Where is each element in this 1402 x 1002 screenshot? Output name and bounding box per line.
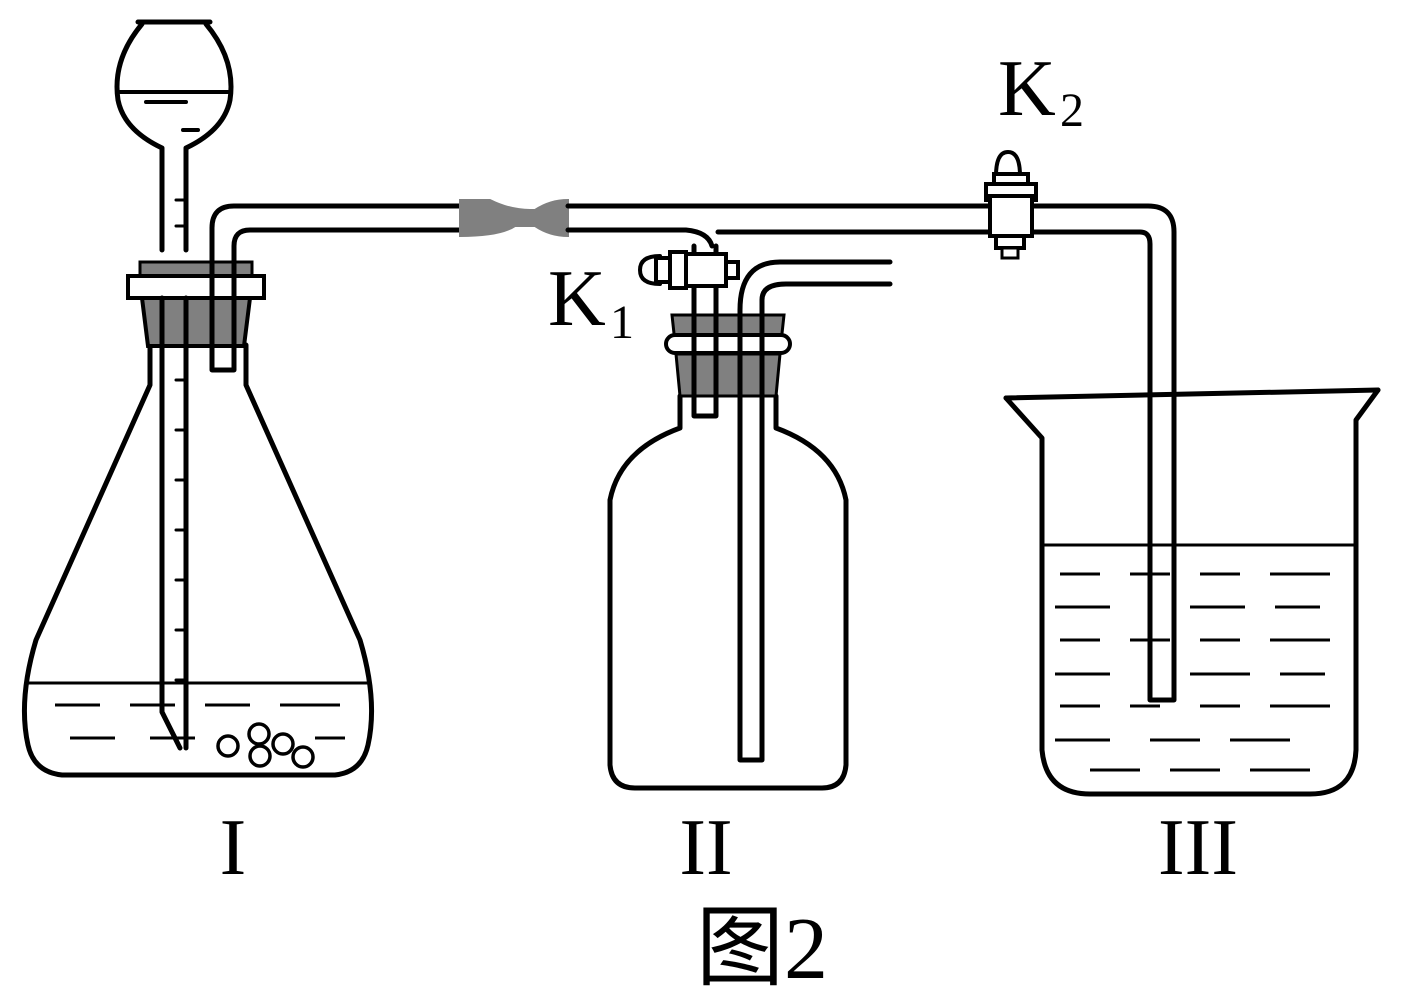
bottle-short-tube (691, 243, 719, 419)
figure-caption: 图2 (696, 901, 828, 998)
bottle-stopper (674, 352, 782, 398)
bottle-long-tube (737, 297, 765, 763)
funnel-bulb (114, 19, 234, 253)
rubber-connector (459, 198, 569, 238)
bottle-outlet-tube (737, 259, 893, 313)
funnel-stem (159, 295, 189, 751)
beaker-III (1003, 387, 1381, 797)
flask-body (21, 342, 375, 778)
stem-graduations (174, 198, 188, 682)
bottle-collar (664, 333, 792, 355)
beaker-liquid-dashes (1055, 572, 1330, 772)
apparatus-label-2: II (679, 804, 732, 892)
bottle-body (607, 393, 849, 791)
k2-label-main: K (998, 45, 1056, 133)
stopcock-k1[interactable] (637, 250, 740, 290)
solid-pellets (216, 722, 315, 769)
flask-liquid-dashes (55, 703, 345, 740)
main-delivery-tube (565, 203, 1177, 703)
stopcock-k2[interactable] (984, 149, 1038, 260)
k1-label-main: K (548, 255, 606, 343)
k2-label-sub: 2 (1060, 84, 1084, 137)
apparatus-label-1: I (220, 804, 247, 892)
beaker-body (1003, 387, 1381, 797)
separatory-funnel (114, 19, 234, 751)
flask-outlet-tube (209, 203, 463, 373)
conical-flask-I (21, 19, 463, 778)
gas-bottle-II (607, 243, 893, 791)
flask-collar (126, 274, 266, 300)
apparatus-label-3: III (1158, 804, 1238, 892)
k1-label-sub: 1 (610, 296, 634, 349)
